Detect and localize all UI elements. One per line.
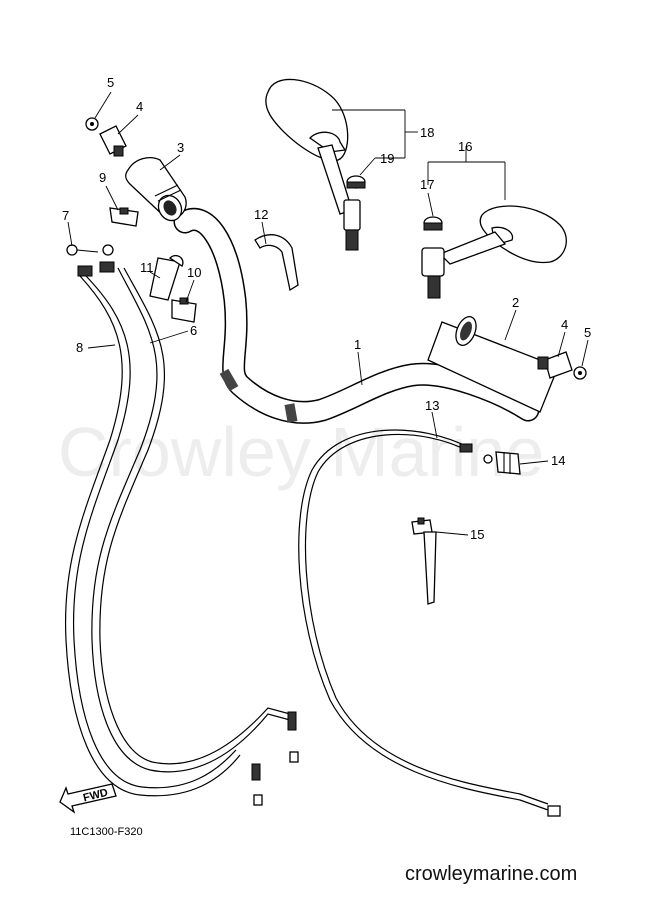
throttle-cable-6 (91, 267, 299, 773)
mirror-cap-right (423, 216, 443, 231)
callout-7: 7 (62, 208, 69, 223)
callout-6: 6 (190, 323, 197, 338)
wire-holder-12 (254, 234, 299, 292)
mirror-cap-left (346, 175, 366, 189)
callout-2: 2 (512, 295, 519, 310)
cable-clamp-10 (171, 297, 197, 323)
callout-12: 12 (254, 207, 268, 222)
callout-10: 10 (187, 265, 201, 280)
callout-17: 17 (420, 177, 434, 192)
mirror-right (421, 205, 567, 299)
svg-text:FWD: FWD (82, 787, 109, 805)
cable-13 (298, 429, 561, 817)
callout-16: 16 (458, 139, 472, 154)
callout-15: 15 (470, 527, 484, 542)
mirror-left (265, 78, 361, 251)
callout-4-left: 4 (136, 99, 143, 114)
cable-guide-11 (149, 254, 184, 301)
callout-4-right: 4 (561, 317, 568, 332)
callout-19: 19 (380, 151, 394, 166)
connector-14 (483, 451, 521, 475)
callout-8: 8 (76, 340, 83, 355)
cable-end-fittings-top (77, 244, 115, 277)
callout-labels: 5 4 3 9 7 11 10 6 8 12 1 2 4 5 13 14 15 … (62, 75, 591, 542)
leader-lines (67, 91, 589, 536)
callout-5-right: 5 (584, 325, 591, 340)
throttle-cable-8 (64, 275, 263, 806)
callout-11: 11 (140, 260, 154, 275)
callout-13: 13 (425, 398, 439, 413)
callout-5-left: 5 (107, 75, 114, 90)
cable-clamp-9 (109, 207, 139, 227)
footer-brand: crowleymarine.com (405, 863, 577, 885)
callout-3: 3 (177, 140, 184, 155)
fwd-arrow: FWD (59, 783, 117, 814)
callout-18: 18 (420, 125, 434, 140)
callout-9: 9 (99, 170, 106, 185)
diagram-code: 11C1300-F320 (70, 826, 143, 838)
bar-end-screw-right (573, 366, 587, 380)
throttle-grip (125, 157, 187, 222)
cable-tie-15 (411, 517, 437, 605)
left-grip (427, 316, 559, 413)
screw-7 (66, 244, 99, 256)
bar-end-screw-left (85, 117, 99, 131)
callout-1: 1 (354, 337, 361, 352)
callout-14: 14 (551, 453, 565, 468)
handlebar (173, 207, 540, 424)
